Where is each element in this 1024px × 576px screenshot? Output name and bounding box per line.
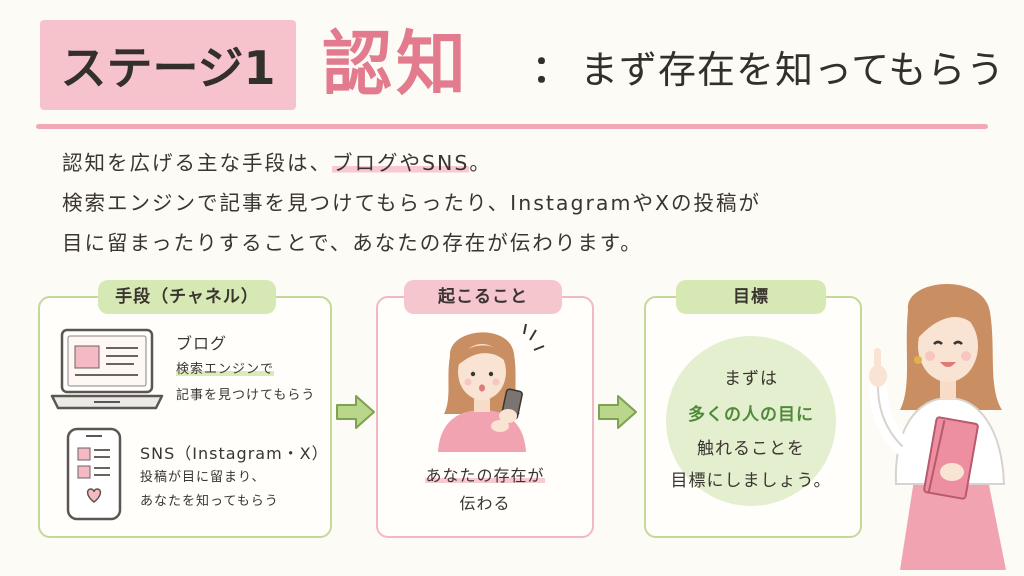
- channels-panel-label: 手段（チャネル）: [98, 280, 276, 314]
- stage-tag-background: [40, 20, 296, 110]
- goal-line-2: 多くの人の目に: [688, 405, 814, 425]
- happens-line-1: あなたの存在が: [378, 462, 592, 486]
- intro-text: 認知を広げる主な手段は、: [62, 151, 332, 175]
- arrow-right-icon: [598, 395, 637, 429]
- intro-line-2: 検索エンジンで記事を見つけてもらったり、InstagramやXの投稿が: [62, 191, 761, 215]
- woman-with-phone-illustration: [438, 323, 545, 452]
- happens-highlight: あなたの存在が: [425, 466, 545, 485]
- sns-title: SNS（Instagram・X）: [140, 444, 329, 463]
- blog-title: ブログ: [176, 334, 228, 353]
- stage-label: ステージ1: [60, 41, 276, 95]
- blog-line-2: 記事を見つけてもらう: [176, 388, 316, 403]
- title-colon: ：: [532, 47, 571, 91]
- page-subtitle: まず存在を知ってもらう: [580, 48, 1006, 92]
- intro-highlight: ブログやSNS: [332, 151, 470, 175]
- sns-line-2: あなたを知ってもらう: [140, 494, 279, 509]
- presenter-woman-illustration: [869, 283, 1006, 570]
- goal-circle: [666, 336, 836, 506]
- intro-line-1: 認知を広げる主な手段は、ブログやSNS。: [62, 146, 492, 180]
- blog-highlight: 検索エンジンで: [176, 362, 275, 377]
- intro-text: 。: [469, 151, 492, 175]
- happens-panel-label: 起こること: [404, 280, 562, 314]
- goal-line-4: 目標にしましょう。: [670, 471, 832, 491]
- smartphone-icon: [66, 427, 122, 521]
- intro-line-3: 目に留まったりすることで、あなたの存在が伝わります。: [62, 231, 643, 255]
- sns-line-1: 投稿が目に留まり、: [140, 470, 266, 485]
- goal-line-1: まずは: [724, 369, 778, 389]
- happens-line-2: 伝わる: [459, 494, 511, 513]
- laptop-icon: [50, 328, 164, 410]
- blog-line-1: 検索エンジンで: [176, 358, 275, 382]
- goal-line-3: 触れることを: [697, 439, 805, 459]
- page-title: 認知: [322, 23, 470, 105]
- goal-panel-label: 目標: [676, 280, 826, 314]
- title-underline: [36, 124, 988, 129]
- arrow-right-icon: [336, 395, 375, 429]
